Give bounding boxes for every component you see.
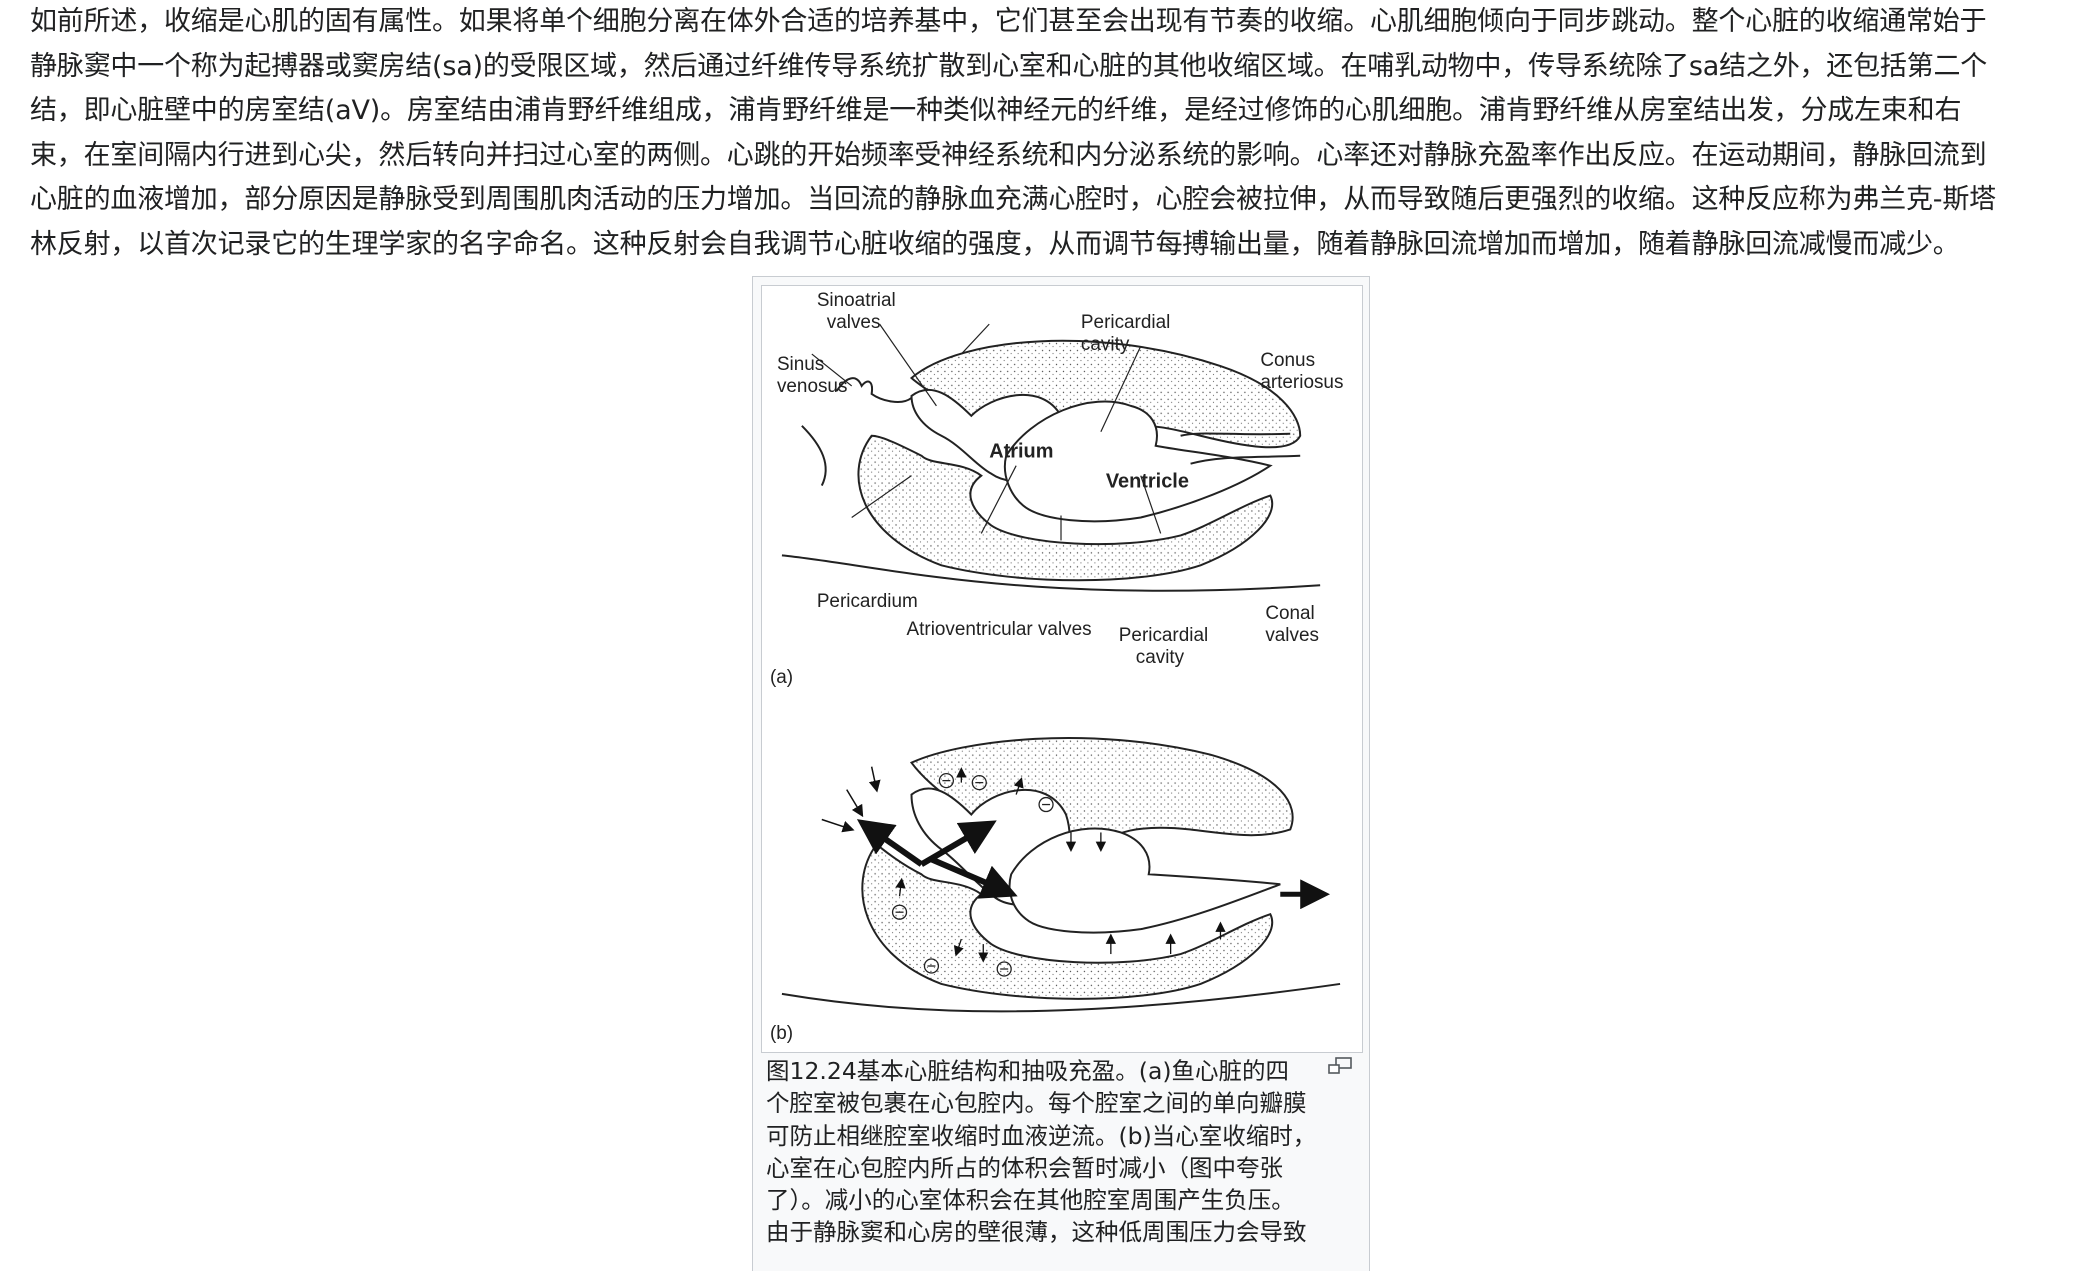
label-pericardial-top-1: Pericardial bbox=[1081, 312, 1170, 333]
ventricle-chamber bbox=[1003, 400, 1273, 523]
label-atrium: Atrium bbox=[989, 441, 1053, 463]
leader-av-valves bbox=[980, 465, 1017, 534]
heart-diagram-image[interactable]: Sinoatrial valves Pericardial cavity Con… bbox=[761, 285, 1363, 1053]
paragraph-line: 林反射，以首次记录它的生理学家的名字命名。这种反射会自我调节心脏收缩的强度，从而… bbox=[30, 228, 1960, 260]
paragraph-line: 心脏的血液增加，部分原因是静脉受到周围肌肉活动的压力增加。当回流的静脉血充满心腔… bbox=[30, 184, 1996, 216]
caption-line: 了）。减小的心室体积会在其他腔室周围产生负压。 bbox=[766, 1186, 1295, 1215]
inflow-arrow-1 bbox=[821, 818, 855, 833]
flow-arrow-right bbox=[930, 856, 1018, 899]
negative-pressure-markers bbox=[891, 773, 1054, 977]
caption-line: 个腔室被包裹在心包腔内。每个腔室之间的单向瓣膜 bbox=[766, 1089, 1307, 1118]
label-pericardial-bottom-2: cavity bbox=[1136, 647, 1185, 668]
label-av-valves: Atrioventricular valves bbox=[907, 619, 1092, 640]
leader-conus bbox=[1100, 345, 1142, 433]
label-sinus-2: venosus bbox=[777, 376, 847, 397]
label-ventricle: Ventricle bbox=[1106, 471, 1189, 493]
magnify-clip-icon[interactable] bbox=[1327, 1057, 1353, 1077]
pressure-arrows bbox=[895, 767, 1226, 963]
label-pericardium: Pericardium bbox=[817, 591, 918, 612]
leader-conal bbox=[1140, 475, 1162, 534]
leader-sinoatrial bbox=[879, 323, 937, 407]
paragraph-line: 结，即心脏壁中的房室结(aV)。房室结由浦肯野纤维组成，浦肯野纤维是一种类似神经… bbox=[30, 95, 1962, 127]
leader-pericardial-top bbox=[960, 323, 990, 355]
label-pericardial-bottom-1: Pericardial bbox=[1119, 625, 1208, 646]
label-sinoatrial-2: valves bbox=[827, 312, 881, 333]
panel-a: Sinoatrial valves Pericardial cavity Con… bbox=[770, 290, 1343, 688]
caption-line: 心室在心包腔内所占的体积会暂时减小（图中夸张 bbox=[766, 1153, 1283, 1182]
caption-line: 可防止相继腔室收缩时血液逆流。(b)当心室收缩时， bbox=[766, 1121, 1317, 1150]
caption-line: 由于静脉窦和心房的壁很薄，这种低周围压力会导致 bbox=[766, 1218, 1307, 1247]
label-sinus-1: Sinus bbox=[777, 354, 824, 375]
conus-line-2 bbox=[1190, 454, 1301, 465]
flow-arrow-up bbox=[919, 820, 997, 867]
ventricle-chamber-b bbox=[1008, 827, 1281, 934]
body-wall-line-b bbox=[781, 982, 1341, 1013]
label-conal-1: Conal bbox=[1265, 603, 1314, 624]
caption-line: 图12.24基本心脏结构和抽吸充盈。(a)鱼心脏的四 bbox=[766, 1057, 1290, 1085]
paragraph-line: 静脉窦中一个称为起搏器或窦房结(sa)的受限区域，然后通过纤维传导系统扩散到心室… bbox=[30, 50, 1988, 82]
leader-sinus bbox=[811, 353, 853, 387]
inflow-arrow-2 bbox=[846, 789, 864, 818]
label-conus-1: Conus bbox=[1260, 350, 1315, 371]
lower-pericardium-b bbox=[861, 842, 1274, 1000]
label-panel-b: (b) bbox=[770, 1023, 793, 1044]
body-wall-line bbox=[781, 554, 1321, 592]
body-wall-curve bbox=[801, 425, 827, 487]
body-paragraph: 如前所述，收缩是心肌的固有属性。如果将单个细胞分离在体外合适的培养基中，它们甚至… bbox=[30, 0, 2088, 268]
label-conal-2: valves bbox=[1265, 625, 1319, 646]
conus-line-1 bbox=[1180, 432, 1291, 437]
paragraph-line: 束，在室间隔内行进到心尖，然后转向并扫过心室的两侧。心跳的开始频率受神经系统和内… bbox=[30, 139, 1987, 171]
panel-b: (b) bbox=[770, 737, 1341, 1044]
flow-arrow-left bbox=[856, 819, 924, 867]
heart-diagram: Sinoatrial valves Pericardial cavity Con… bbox=[770, 290, 1343, 1044]
label-panel-a: (a) bbox=[770, 667, 793, 688]
sinus-venosus-vessel bbox=[835, 377, 913, 403]
lower-pericardium bbox=[857, 434, 1274, 582]
label-conus-2: arteriosus bbox=[1260, 372, 1343, 393]
label-pericardial-top-2: cavity bbox=[1081, 334, 1130, 355]
paragraph-line: 如前所述，收缩是心肌的固有属性。如果将单个细胞分离在体外合适的培养基中，它们甚至… bbox=[30, 6, 1987, 37]
figure-thumb: Sinoatrial valves Pericardial cavity Con… bbox=[752, 276, 1370, 1271]
leader-pericardium bbox=[851, 475, 912, 518]
label-sinoatrial-1: Sinoatrial bbox=[817, 290, 896, 311]
figure-caption: 图12.24基本心脏结构和抽吸充盈。(a)鱼心脏的四 个腔室被包裹在心包腔内。每… bbox=[766, 1055, 1326, 1249]
inflow-arrow-3 bbox=[868, 766, 881, 793]
